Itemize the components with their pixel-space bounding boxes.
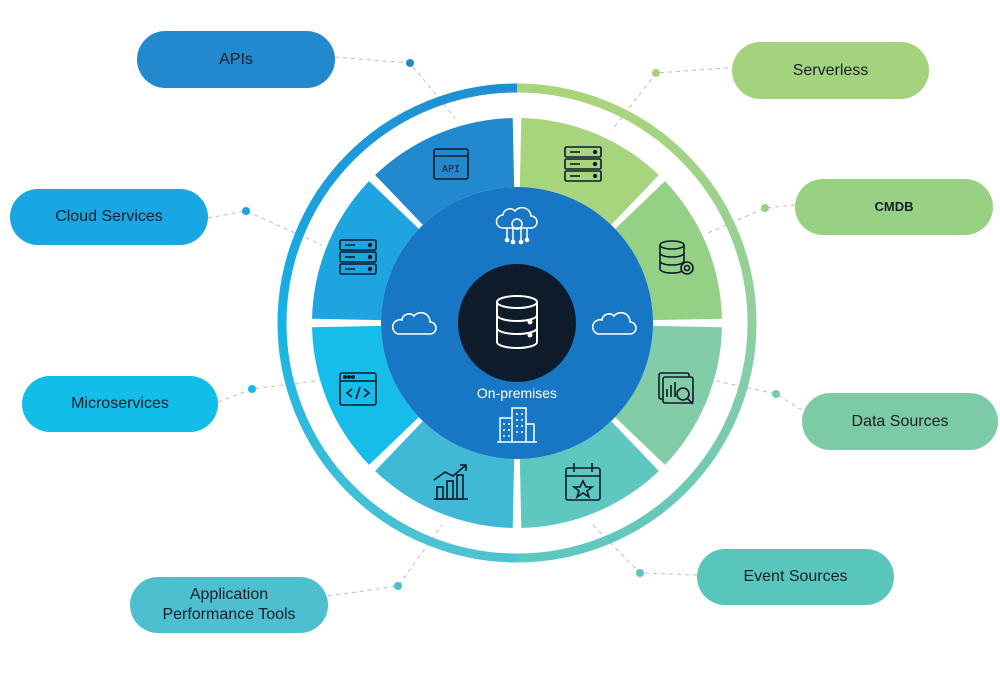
dot-apis (406, 59, 414, 67)
pill-apis: APIs (137, 31, 335, 88)
pill-cloud-services: Cloud Services (10, 189, 208, 245)
svg-text:API: API (442, 164, 460, 175)
pill-serverless: Serverless (732, 42, 929, 99)
pill-event-sources: Event Sources (697, 549, 894, 605)
segment-apis (375, 118, 515, 225)
api-window-icon: API (433, 148, 469, 180)
server-stack-icon (339, 239, 377, 275)
dot-microservices (248, 385, 256, 393)
center-label: On-premises (477, 385, 557, 401)
cloud-icon (591, 311, 637, 335)
growth-chart-icon (433, 464, 468, 500)
dot-serverless (652, 69, 660, 77)
segment-ring: API (312, 118, 722, 528)
connector-apis (334, 56, 456, 119)
pill-cmdb: CMDB (795, 179, 993, 235)
data-analytics-icon (658, 372, 694, 405)
connector-cmdb (707, 204, 796, 234)
calendar-star-icon (565, 463, 601, 501)
outer-ring-left (277, 83, 518, 563)
cloud-network-icon (495, 206, 538, 245)
core-circle (458, 264, 576, 382)
buildings-icon (497, 407, 537, 443)
connector-application-performance-tools (327, 524, 443, 597)
cloud-icon (391, 311, 437, 335)
connector-data-sources (711, 379, 803, 411)
dot-cloud-services (242, 207, 250, 215)
dot-event-sources (636, 569, 644, 577)
pill-application-performance-tools: Application Performance Tools (130, 577, 328, 633)
database-icon (496, 295, 538, 349)
segment-event-sources (519, 421, 659, 528)
segment-application-performance-tools (375, 421, 515, 528)
connector-event-sources (592, 524, 698, 576)
code-window-icon (339, 372, 377, 406)
dot-cmdb (761, 204, 769, 212)
pill-microservices: Microservices (22, 376, 218, 432)
pill-data-sources: Data Sources (802, 393, 998, 450)
server-stack-icon (564, 146, 602, 182)
outer-ring (277, 83, 757, 563)
dot-application-performance-tools (394, 582, 402, 590)
connector-microservices (217, 379, 323, 403)
connector-dots (242, 59, 780, 590)
database-gear-icon (659, 240, 694, 275)
outer-ring-right (516, 83, 757, 563)
dot-data-sources (772, 390, 780, 398)
segment-cmdb (615, 181, 722, 321)
